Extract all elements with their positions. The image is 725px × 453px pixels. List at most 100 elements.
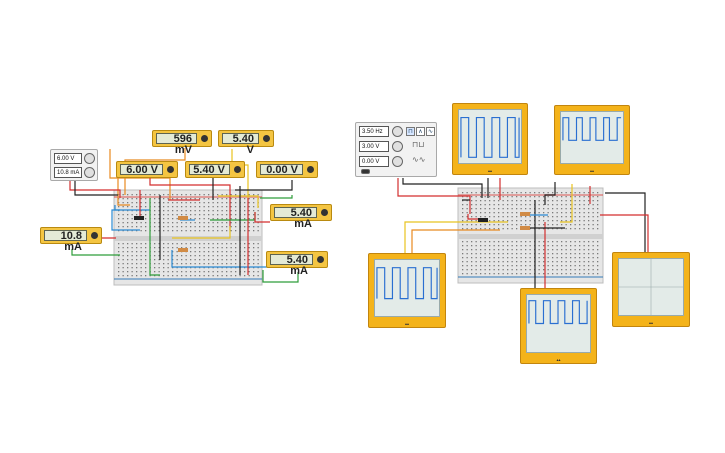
- breadboard-hole: [583, 253, 585, 255]
- multimeter-8[interactable]: 5.40 mA: [266, 251, 328, 277]
- breadboard-hole: [253, 247, 255, 249]
- oscilloscope-bottom[interactable]: ▴▴: [520, 288, 597, 364]
- breadboard-hole: [579, 261, 581, 263]
- breadboard-hole: [140, 198, 142, 200]
- breadboard-hole: [221, 222, 223, 224]
- multimeter-5[interactable]: 0.00 V: [256, 161, 318, 178]
- breadboard-hole: [203, 222, 205, 224]
- breadboard-hole: [194, 259, 196, 261]
- output-toggle[interactable]: [361, 169, 370, 174]
- breadboard-hole: [516, 269, 518, 271]
- breadboard-hole: [257, 259, 259, 261]
- breadboard-hole: [480, 224, 482, 226]
- components-left[interactable]: [134, 216, 188, 252]
- multimeter-2[interactable]: 5.40 V: [218, 130, 274, 156]
- breadboard-hole: [131, 267, 133, 269]
- square-wave-trace: [562, 117, 622, 141]
- breadboard-hole: [507, 261, 509, 263]
- breadboard-hole: [127, 198, 129, 200]
- breadboard-hole: [248, 255, 250, 257]
- breadboard-hole: [257, 271, 259, 273]
- breadboard-hole: [561, 245, 563, 247]
- breadboard-hole: [176, 202, 178, 204]
- breadboard-hole: [579, 208, 581, 210]
- breadboard-hole: [122, 218, 124, 220]
- breadboard-hole: [185, 214, 187, 216]
- sawtooth-wave-button[interactable]: ∿: [426, 127, 435, 136]
- breadboard-hole: [570, 200, 572, 202]
- breadboard-hole: [131, 218, 133, 220]
- frequency-knob[interactable]: [392, 126, 403, 137]
- breadboard-hole: [462, 261, 464, 263]
- breadboard-hole: [570, 261, 572, 263]
- function-generator[interactable]: 3.50 Hz 3.00 V 0.00 V ⊓ ∧ ∿ ⊓⊔ ∿∿: [355, 122, 437, 177]
- breadboard-hole: [185, 275, 187, 277]
- breadboard-hole: [511, 253, 513, 255]
- breadboard-hole: [475, 249, 477, 251]
- amplitude-knob[interactable]: [392, 141, 403, 152]
- breadboard-hole: [529, 200, 531, 202]
- offset-display: 0.00 V: [359, 156, 389, 167]
- breadboard-hole: [176, 263, 178, 265]
- breadboard-hole: [212, 202, 214, 204]
- breadboard-hole: [529, 265, 531, 267]
- multimeter-7[interactable]: 10.8 mA: [40, 227, 102, 253]
- breadboard-hole: [493, 220, 495, 222]
- breadboard-hole: [480, 196, 482, 198]
- oscilloscope-right[interactable]: ▴▴: [612, 252, 690, 327]
- multimeter-1[interactable]: 596 mV: [152, 130, 212, 156]
- breadboard-hole: [199, 226, 201, 228]
- breadboard-hole: [588, 245, 590, 247]
- dc-power-supply[interactable]: 6.00 V 10.8 mA: [50, 149, 98, 181]
- breadboard-hole: [597, 200, 599, 202]
- breadboard-hole: [462, 224, 464, 226]
- breadboard-hole: [597, 216, 599, 218]
- oscilloscope-top-left[interactable]: ▴▴: [452, 103, 528, 175]
- offset-knob[interactable]: [392, 156, 403, 167]
- breadboard-hole: [561, 192, 563, 194]
- breadboard-right[interactable]: [457, 187, 604, 284]
- oscilloscope-top-right[interactable]: ▴▴: [554, 105, 630, 175]
- breadboard-hole: [556, 261, 558, 263]
- breadboard-hole: [122, 247, 124, 249]
- breadboard-hole: [208, 263, 210, 265]
- breadboard-hole: [199, 218, 201, 220]
- multimeter-6[interactable]: 5.40 mA: [270, 204, 332, 230]
- breadboard-hole: [529, 192, 531, 194]
- current-knob[interactable]: [84, 167, 95, 178]
- breadboard-hole: [498, 224, 500, 226]
- multimeter-4[interactable]: 5.40 V: [185, 161, 245, 178]
- breadboard-hole: [140, 247, 142, 249]
- breadboard-hole: [172, 222, 174, 224]
- breadboard-hole: [230, 226, 232, 228]
- breadboard-hole: [176, 194, 178, 196]
- breadboard-hole: [538, 257, 540, 259]
- breadboard-hole: [154, 267, 156, 269]
- breadboard-hole: [543, 204, 545, 206]
- voltage-knob[interactable]: [84, 153, 95, 164]
- breadboard-hole: [525, 253, 527, 255]
- wires-right[interactable]: [397, 178, 649, 295]
- breadboard-hole: [565, 245, 567, 247]
- breadboard-hole: [190, 194, 192, 196]
- breadboard-hole: [217, 267, 219, 269]
- breadboard-hole: [154, 247, 156, 249]
- components-right[interactable]: [478, 212, 530, 230]
- breadboard-hole: [208, 210, 210, 212]
- square-wave-trace: [460, 117, 520, 158]
- breadboard-hole: [248, 271, 250, 273]
- breadboard-hole: [489, 257, 491, 259]
- breadboard-hole: [194, 251, 196, 253]
- triangle-wave-button[interactable]: ∧: [416, 127, 425, 136]
- multimeter-3[interactable]: 6.00 V: [116, 161, 178, 178]
- breadboard-hole: [507, 273, 509, 275]
- oscilloscope-mid-left[interactable]: ▴▴: [368, 253, 446, 328]
- breadboard-hole: [502, 200, 504, 202]
- breadboard-hole: [543, 249, 545, 251]
- breadboard-hole: [136, 275, 138, 277]
- breadboard-hole: [556, 192, 558, 194]
- breadboard-hole: [471, 245, 473, 247]
- square-wave-button[interactable]: ⊓: [406, 127, 415, 136]
- breadboard-hole: [136, 210, 138, 212]
- breadboard-hole: [579, 216, 581, 218]
